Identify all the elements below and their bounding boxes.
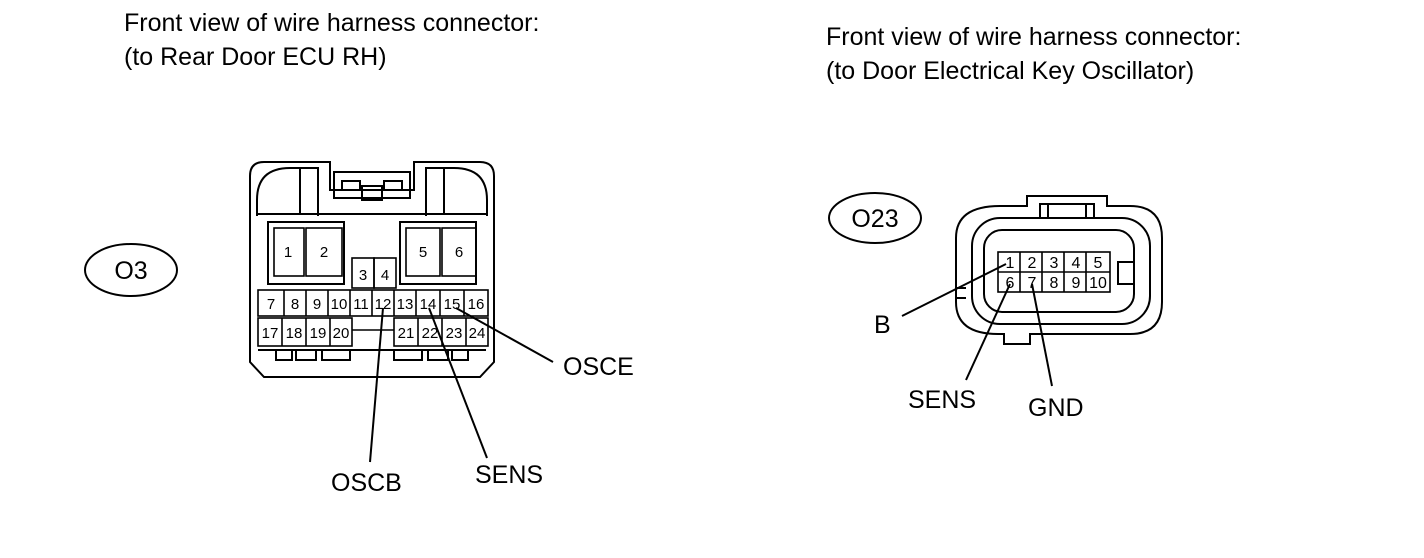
leader-line-oscb — [369, 307, 384, 463]
lead-label-gnd: GND — [1028, 394, 1084, 422]
lock-tab-left — [256, 167, 319, 216]
pin-number: 20 — [333, 325, 350, 342]
pin-numbers-o23: 1 2 3 4 5 6 7 8 9 10 — [1006, 255, 1107, 292]
pin-number: 3 — [1050, 255, 1059, 272]
pin-number: 8 — [291, 296, 299, 313]
pin-number: 10 — [1089, 275, 1107, 292]
pin-number: 16 — [468, 296, 485, 313]
pin-number: 2 — [320, 244, 328, 261]
lead-label-osce: OSCE — [563, 353, 634, 381]
pin-number: 14 — [420, 296, 437, 313]
connector-o3: O3 — [84, 161, 634, 497]
lock-tab-right — [425, 167, 488, 216]
left-caption-line1: Front view of wire harness connector: — [124, 9, 540, 37]
pin-number: 15 — [444, 296, 461, 313]
lead-label-b: B — [874, 311, 891, 339]
side-key-o23 — [1117, 261, 1135, 285]
pin-number: 5 — [1094, 255, 1103, 272]
top-latch-o23 — [1039, 203, 1095, 219]
connector-housing-o3 — [249, 161, 495, 378]
pin-number: 7 — [267, 296, 275, 313]
connector-id-oval-o23 — [828, 192, 922, 244]
leader-line-sens-o23 — [965, 283, 1011, 381]
leader-line-osce — [455, 307, 554, 363]
pin-number: 1 — [1006, 255, 1015, 272]
pin-number: 1 — [284, 244, 292, 261]
pin-number: 22 — [422, 325, 439, 342]
pin-number: 3 — [359, 267, 367, 284]
connector-id-o23: O23 — [851, 205, 898, 233]
pin-number: 18 — [286, 325, 303, 342]
right-caption-line1: Front view of wire harness connector: — [826, 23, 1242, 51]
pin-number: 9 — [313, 296, 321, 313]
pin-number: 5 — [419, 244, 427, 261]
pin-number: 10 — [331, 296, 348, 313]
connector-id-o3: O3 — [114, 257, 147, 285]
leader-line-b — [901, 263, 1007, 317]
top-latch — [333, 171, 411, 199]
pin-number: 4 — [381, 267, 389, 284]
lead-label-sens-o23: SENS — [908, 386, 976, 414]
left-caption-line2: (to Rear Door ECU RH) — [124, 43, 387, 71]
pin-number: 19 — [310, 325, 327, 342]
leader-line-gnd — [1031, 283, 1053, 387]
connector-id-oval-o3 — [84, 243, 178, 297]
pin-number: 11 — [353, 296, 369, 313]
pin-number: 9 — [1072, 275, 1081, 292]
pin-number: 6 — [1006, 275, 1015, 292]
pin-number: 21 — [398, 325, 415, 342]
left-caption: Front view of wire harness connector: (t… — [124, 6, 539, 74]
pin-grid-o23 — [997, 251, 1111, 293]
pin-number: 24 — [469, 325, 486, 342]
pin-number: 23 — [446, 325, 463, 342]
pin-number: 8 — [1050, 275, 1059, 292]
pin-number: 7 — [1028, 275, 1037, 292]
pin-numbers-o3: 1 2 3 4 5 6 7 8 9 10 11 12 13 14 15 16 1… — [262, 244, 486, 342]
connector-o23: O23 1 2 3 4 5 6 7 — [828, 192, 1163, 422]
leader-line-sens-o3 — [428, 307, 488, 459]
lead-label-sens-o3: SENS — [475, 461, 543, 489]
lead-label-oscb: OSCB — [331, 469, 402, 497]
pin-number: 12 — [375, 296, 392, 313]
pin-number: 4 — [1072, 255, 1081, 272]
right-caption: Front view of wire harness connector: (t… — [826, 20, 1241, 88]
pin-number: 13 — [397, 296, 414, 313]
pin-number: 6 — [455, 244, 463, 261]
pin-number: 2 — [1028, 255, 1037, 272]
pin-number: 17 — [262, 325, 279, 342]
right-caption-line2: (to Door Electrical Key Oscillator) — [826, 57, 1195, 85]
connector-housing-o23 — [955, 195, 1163, 345]
pin-grid-o3 — [257, 227, 489, 347]
